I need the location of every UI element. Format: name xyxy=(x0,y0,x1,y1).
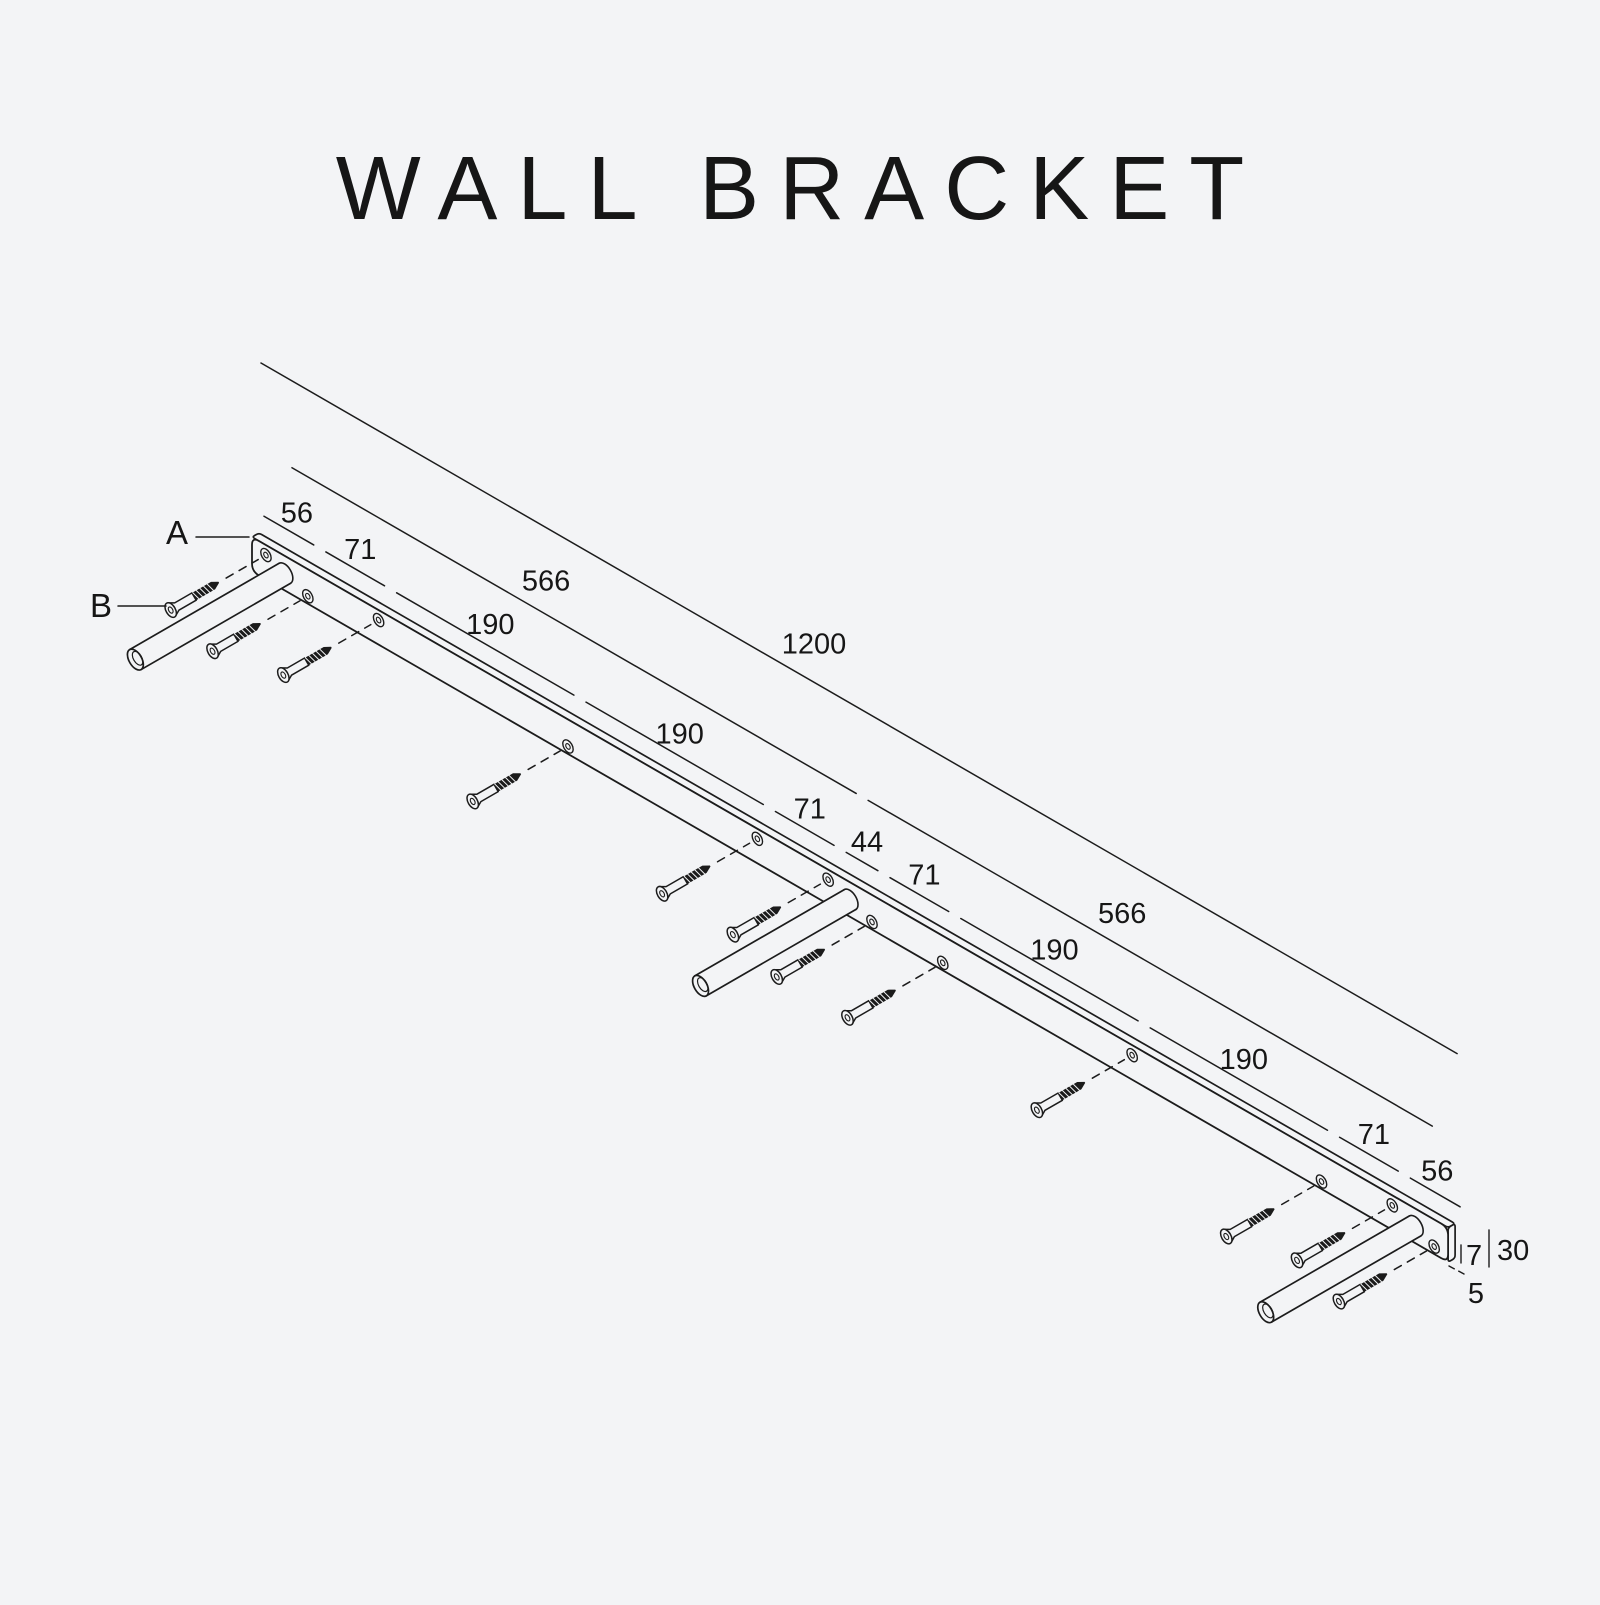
dim-label: 71 xyxy=(1358,1119,1390,1151)
dim-label: 190 xyxy=(1220,1044,1268,1076)
screw xyxy=(841,989,896,1026)
screw-hole xyxy=(562,739,574,754)
dim-label: 44 xyxy=(851,827,883,859)
dim-label: 5 xyxy=(1468,1278,1484,1310)
screw-hole xyxy=(936,955,949,971)
part-labels: AB xyxy=(90,514,250,624)
screw-hole xyxy=(1428,1239,1441,1254)
screw xyxy=(655,865,711,902)
dim-label: 71 xyxy=(794,793,826,825)
dim-label: 71 xyxy=(344,534,376,566)
screw-hole xyxy=(822,872,835,887)
screw xyxy=(164,581,220,619)
dim-label: 1200 xyxy=(782,628,847,660)
page-title: WALL BRACKET xyxy=(335,139,1265,239)
peg xyxy=(691,888,859,998)
screw-hole xyxy=(751,831,764,847)
end-dimensions: 7 30 5 xyxy=(1448,1229,1529,1310)
screw xyxy=(206,623,261,660)
screw-leaders xyxy=(225,558,1428,1271)
screw xyxy=(1219,1208,1275,1245)
screw xyxy=(466,773,522,810)
screw-holes xyxy=(260,547,1441,1254)
dim-label: 566 xyxy=(1098,898,1146,930)
screw xyxy=(1332,1273,1388,1310)
screw-hole xyxy=(1315,1174,1328,1189)
dim-label: 56 xyxy=(1421,1156,1453,1188)
screw-hole xyxy=(1126,1047,1139,1063)
dim-label: 190 xyxy=(1030,935,1078,967)
screw-hole xyxy=(301,588,314,604)
screw-hole xyxy=(372,612,385,628)
peg xyxy=(1256,1214,1424,1324)
screw-hole xyxy=(1386,1198,1399,1213)
bracket-plate xyxy=(251,532,1456,1262)
dim-label: 190 xyxy=(655,718,703,750)
peg xyxy=(126,561,294,671)
dim-label: 30 xyxy=(1497,1235,1529,1267)
screw-hole xyxy=(866,914,878,930)
dim-label: 7 xyxy=(1466,1240,1482,1272)
screw xyxy=(1290,1232,1346,1269)
dim-label: 56 xyxy=(281,497,313,529)
screw xyxy=(770,948,826,986)
dim-label: 190 xyxy=(466,609,514,641)
pegs xyxy=(126,561,1424,1324)
dim-label: 566 xyxy=(522,566,570,598)
screw xyxy=(726,906,782,943)
dim-label: 71 xyxy=(908,860,940,892)
screw xyxy=(276,646,332,684)
screw-hole xyxy=(260,547,272,563)
part-label-a: A xyxy=(166,514,188,551)
part-label-b: B xyxy=(90,587,112,624)
screw xyxy=(1030,1081,1086,1119)
dimension-lines: 56 71 190 190 71 44 71 190 190 71 56 566 566 1200 xyxy=(260,362,1461,1208)
screws xyxy=(164,581,1388,1310)
